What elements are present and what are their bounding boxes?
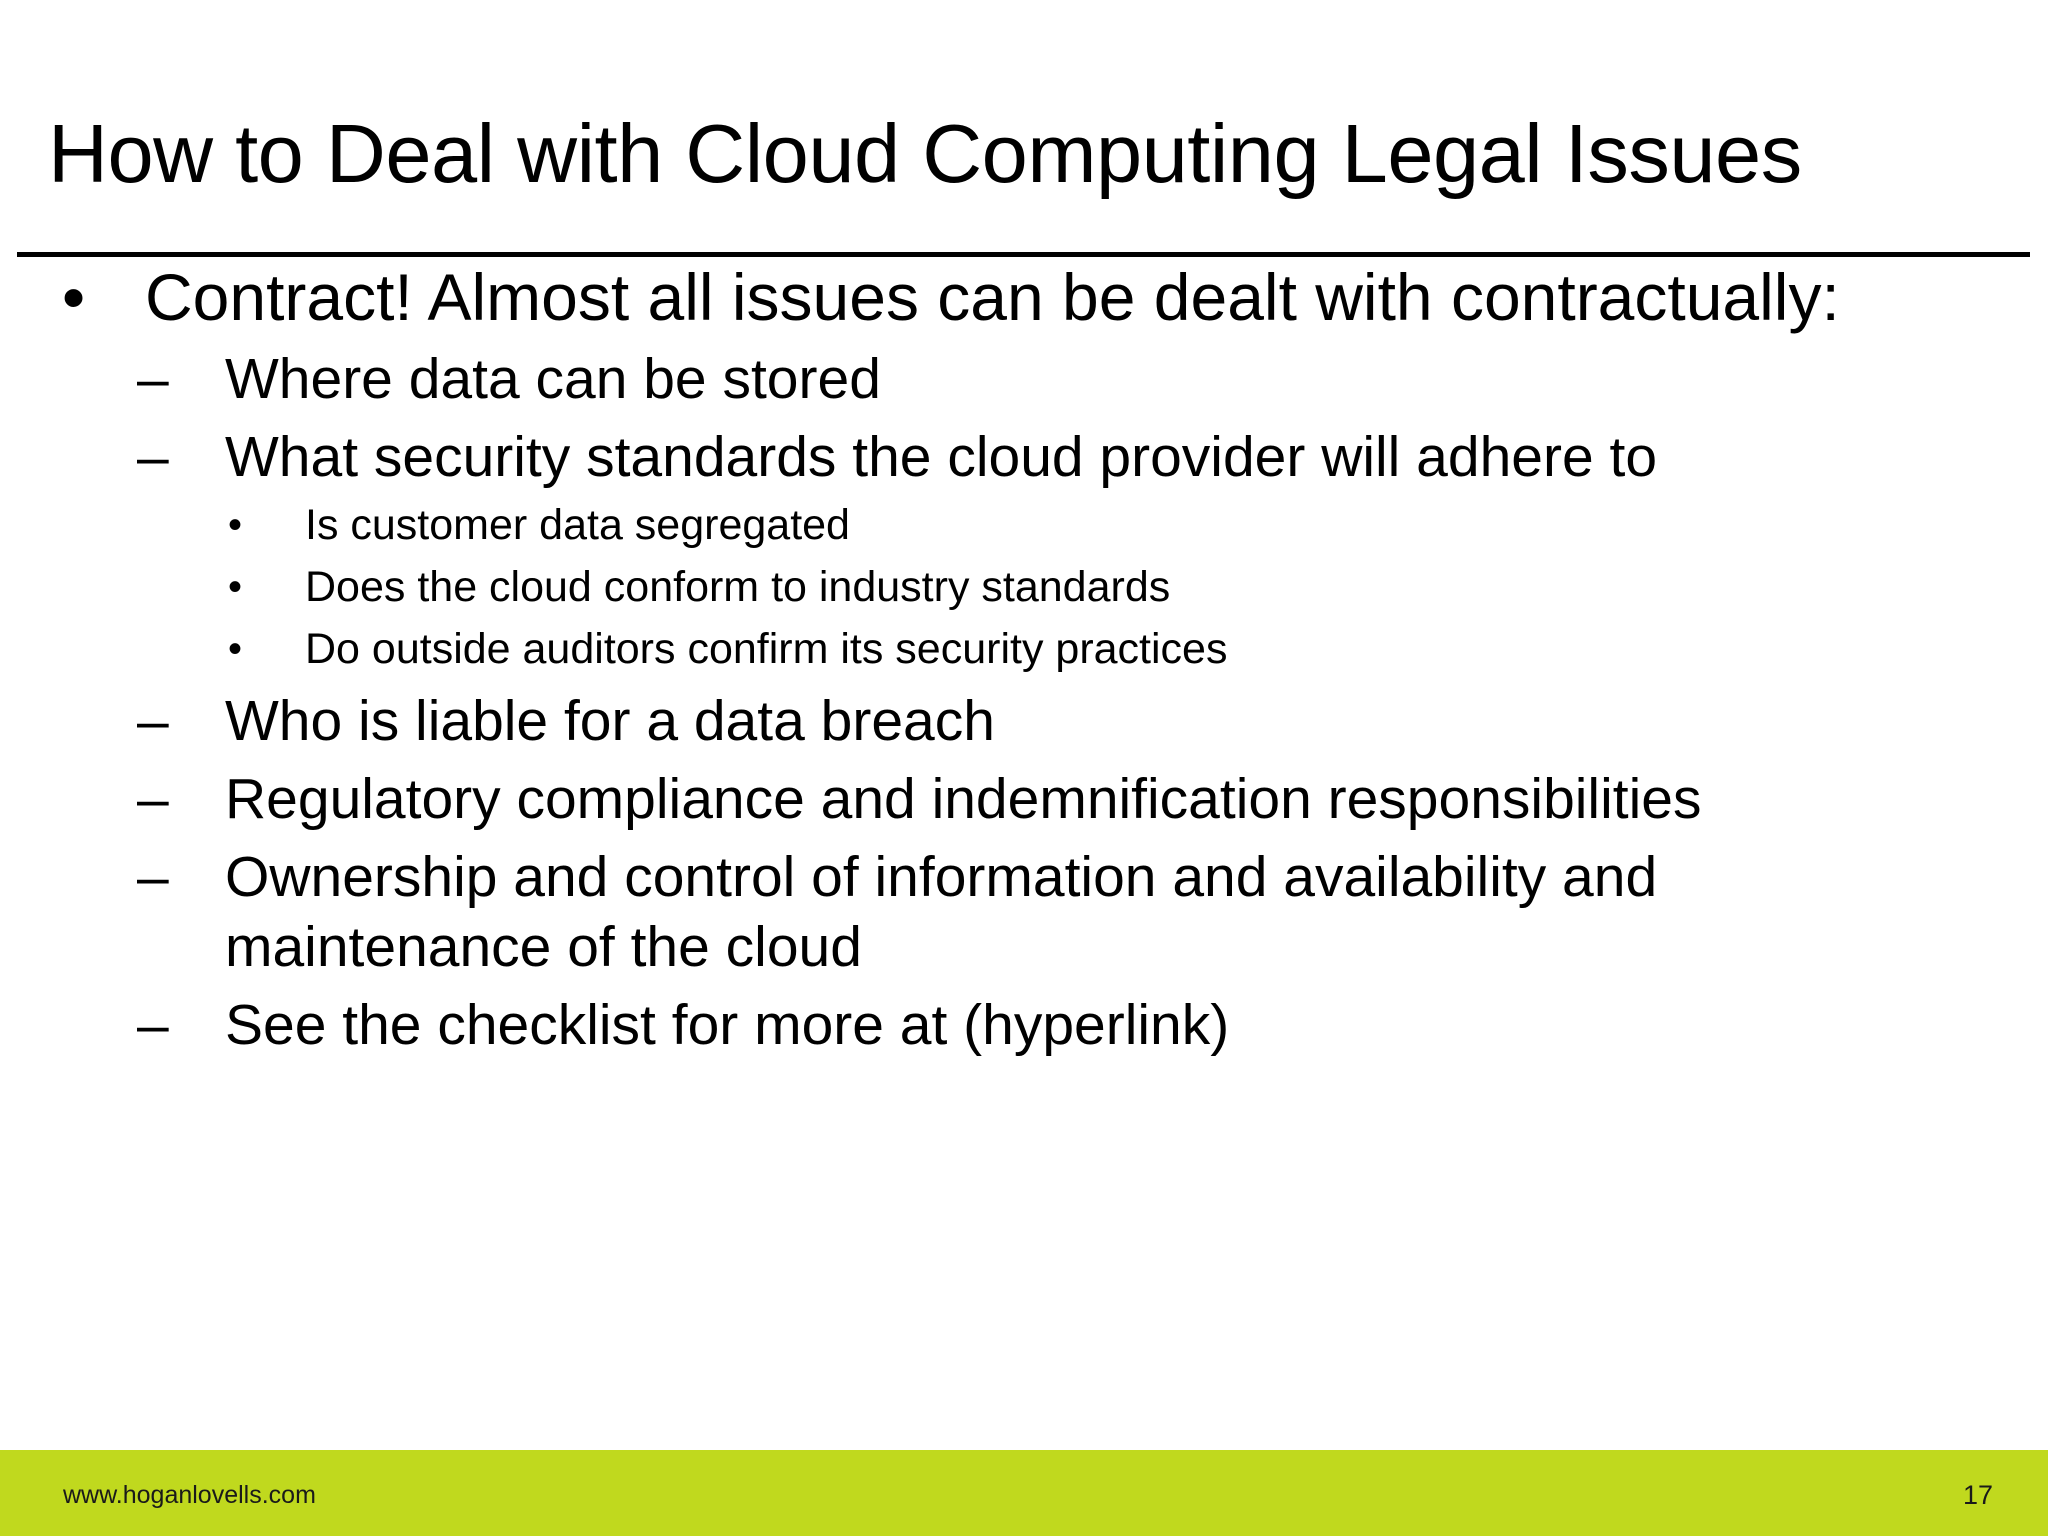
slide-page-number: 17 — [1962, 1480, 1993, 1510]
bullet-level2-text: Regulatory compliance and indemnificatio… — [225, 767, 1702, 831]
bullet-level3-text: Do outside auditors confirm its security… — [305, 625, 1228, 673]
bullet-level2-text: Ownership and control of information and… — [225, 845, 1658, 979]
title-divider — [17, 252, 2030, 257]
page-title: How to Deal with Cloud Computing Legal I… — [48, 107, 1802, 200]
bullet-level2-text: See the checklist for more at (hyperlink… — [225, 993, 1230, 1057]
bullet-level3-industry-standards: • Does the cloud conform to industry sta… — [0, 558, 2048, 616]
bullet-level3-customer-data-segregated: • Is customer data segregated — [0, 496, 2048, 554]
bullet-level3-text: Is customer data segregated — [305, 501, 850, 549]
bullet-dot-icon: • — [228, 503, 243, 547]
bullet-level2-checklist-hyperlink: – See the checklist for more at (hyperli… — [0, 990, 2048, 1060]
bullet-dot-icon: • — [62, 260, 86, 334]
bullet-level2-text: Who is liable for a data breach — [225, 689, 995, 753]
bullet-dash-icon: – — [137, 993, 169, 1057]
bullet-level3-text: Does the cloud conform to industry stand… — [305, 563, 1171, 611]
bullet-dot-icon: • — [228, 565, 243, 609]
bullet-dash-icon: – — [137, 425, 169, 489]
bullet-level2-text: Where data can be stored — [225, 347, 881, 411]
bullet-level1: • Contract! Almost all issues can be dea… — [0, 258, 2048, 336]
bullet-level2-where-data-stored: – Where data can be stored — [0, 344, 2048, 414]
bullet-level3-group: • Is customer data segregated • Does the… — [0, 496, 2048, 678]
bullet-level2-liability-data-breach: – Who is liable for a data breach — [0, 686, 2048, 756]
bullet-level2-security-standards: – What security standards the cloud prov… — [0, 422, 2048, 492]
bullet-level2-text: What security standards the cloud provid… — [225, 425, 1658, 489]
bullet-dash-icon: – — [137, 347, 169, 411]
bullet-level1-text: Contract! Almost all issues can be dealt… — [145, 260, 1840, 334]
bullet-dash-icon: – — [137, 767, 169, 831]
bullet-dash-icon: – — [137, 845, 169, 909]
bullet-dot-icon: • — [228, 627, 243, 671]
slide-body: • Contract! Almost all issues can be dea… — [0, 258, 2048, 1060]
title-block: How to Deal with Cloud Computing Legal I… — [0, 104, 2048, 257]
bullet-level3-outside-auditors: • Do outside auditors confirm its securi… — [0, 620, 2048, 678]
bullet-level2-ownership-control: – Ownership and control of information a… — [0, 842, 2048, 982]
footer-bar: www.hoganlovells.com 17 — [0, 1450, 2048, 1536]
footer-website-url[interactable]: www.hoganlovells.com — [63, 1481, 316, 1509]
bullet-level2-regulatory-compliance: – Regulatory compliance and indemnificat… — [0, 764, 2048, 834]
bullet-dash-icon: – — [137, 689, 169, 753]
